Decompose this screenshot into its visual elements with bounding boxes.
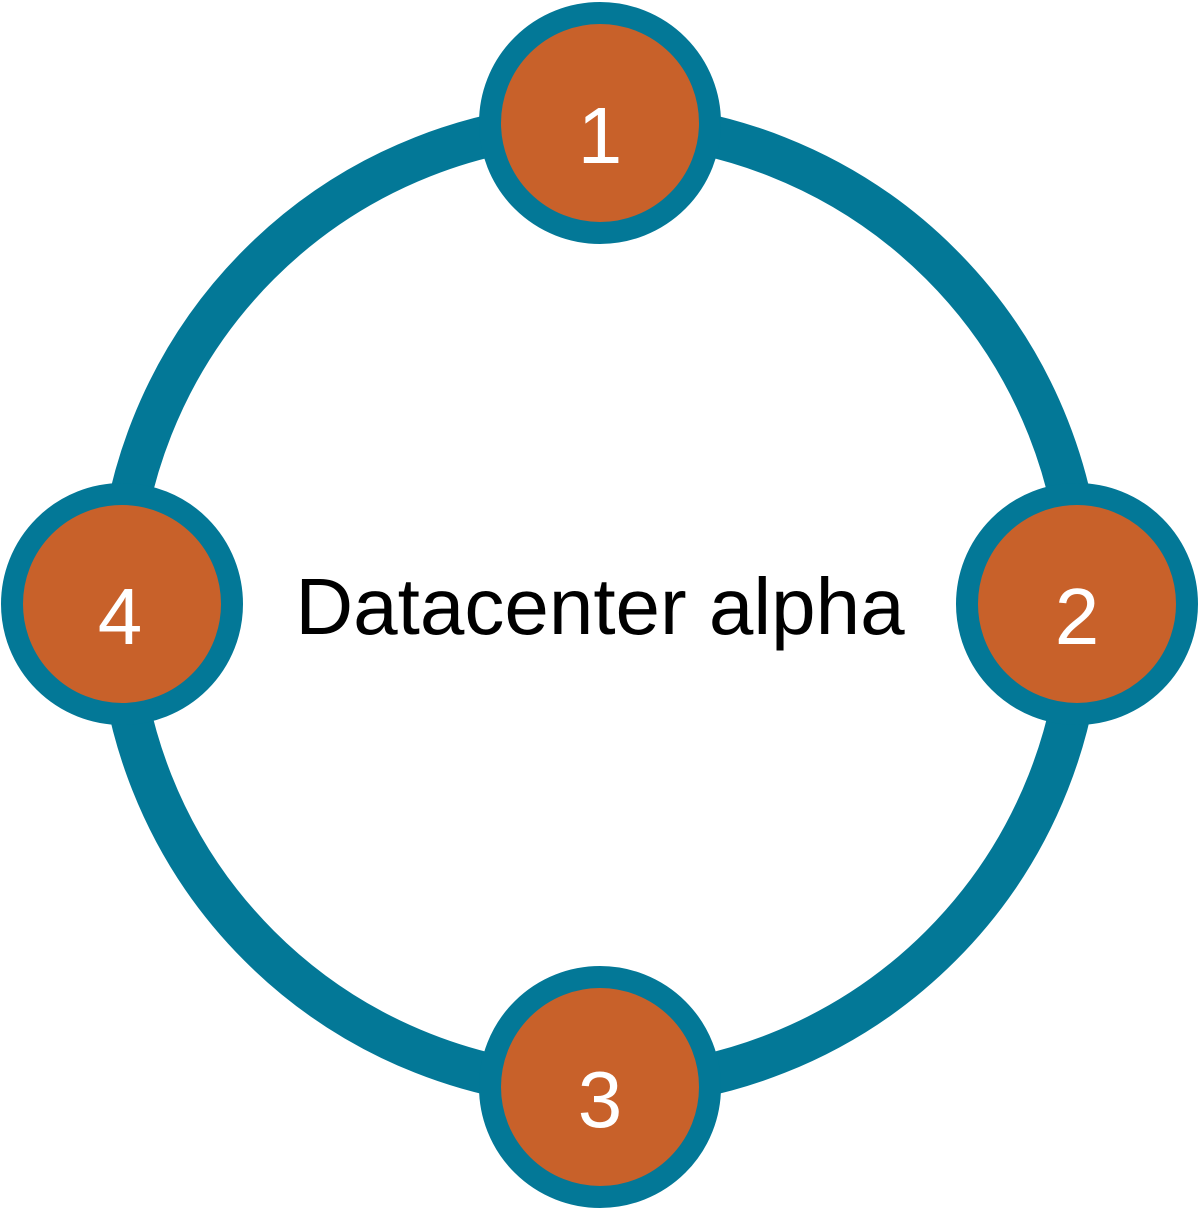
node-circle xyxy=(479,2,721,244)
node-label: 1 xyxy=(578,91,623,180)
node-3: 3 xyxy=(479,966,721,1208)
node-4: 4 xyxy=(1,483,243,725)
node-label: 3 xyxy=(578,1055,623,1144)
node-1: 1 xyxy=(479,2,721,244)
node-circle xyxy=(1,483,243,725)
node-circle xyxy=(956,483,1198,725)
node-label: 2 xyxy=(1055,572,1100,661)
node-label: 4 xyxy=(98,572,143,661)
node-2: 2 xyxy=(956,483,1198,725)
node-circle xyxy=(479,966,721,1208)
center-label: Datacenter alpha xyxy=(295,562,905,651)
